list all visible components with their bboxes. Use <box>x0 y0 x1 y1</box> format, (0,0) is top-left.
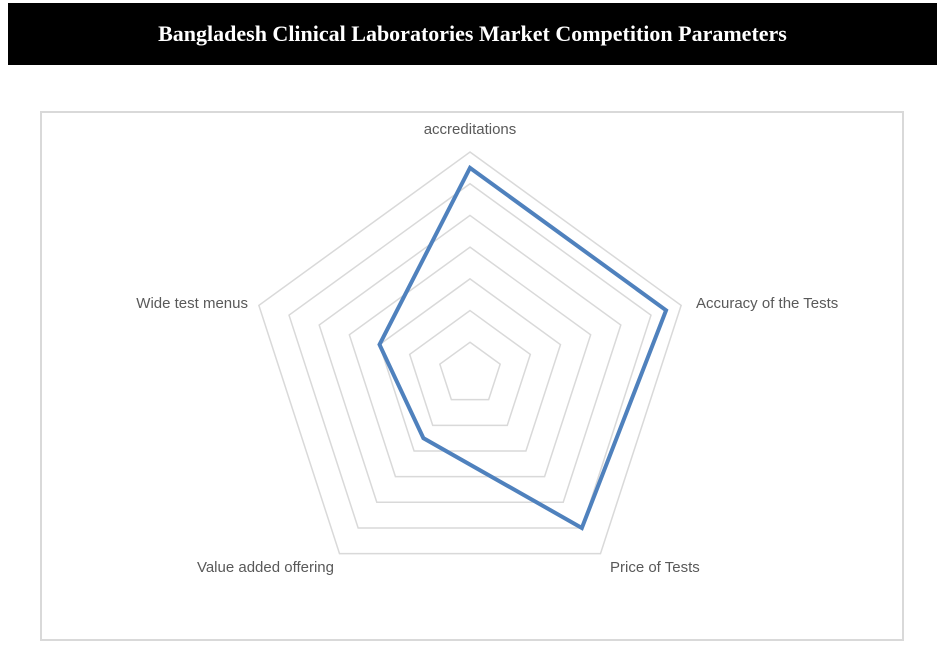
grid-ring <box>257 151 683 555</box>
grid-ring <box>348 246 592 478</box>
category-label: Accuracy of the Tests <box>696 295 838 312</box>
grid-ring <box>288 182 652 529</box>
chart-area <box>40 111 904 641</box>
category-label: Price of Tests <box>610 559 700 576</box>
grid-ring <box>438 341 502 401</box>
grid-ring <box>378 277 562 452</box>
category-label: accreditations <box>424 121 517 138</box>
category-label: Wide test menus <box>136 295 248 312</box>
grid-ring <box>408 309 532 427</box>
chart-title: Bangladesh Clinical Laboratories Market … <box>8 3 937 65</box>
series-line <box>377 164 669 531</box>
grid-ring <box>318 214 622 504</box>
category-label: Value added offering <box>197 559 334 576</box>
